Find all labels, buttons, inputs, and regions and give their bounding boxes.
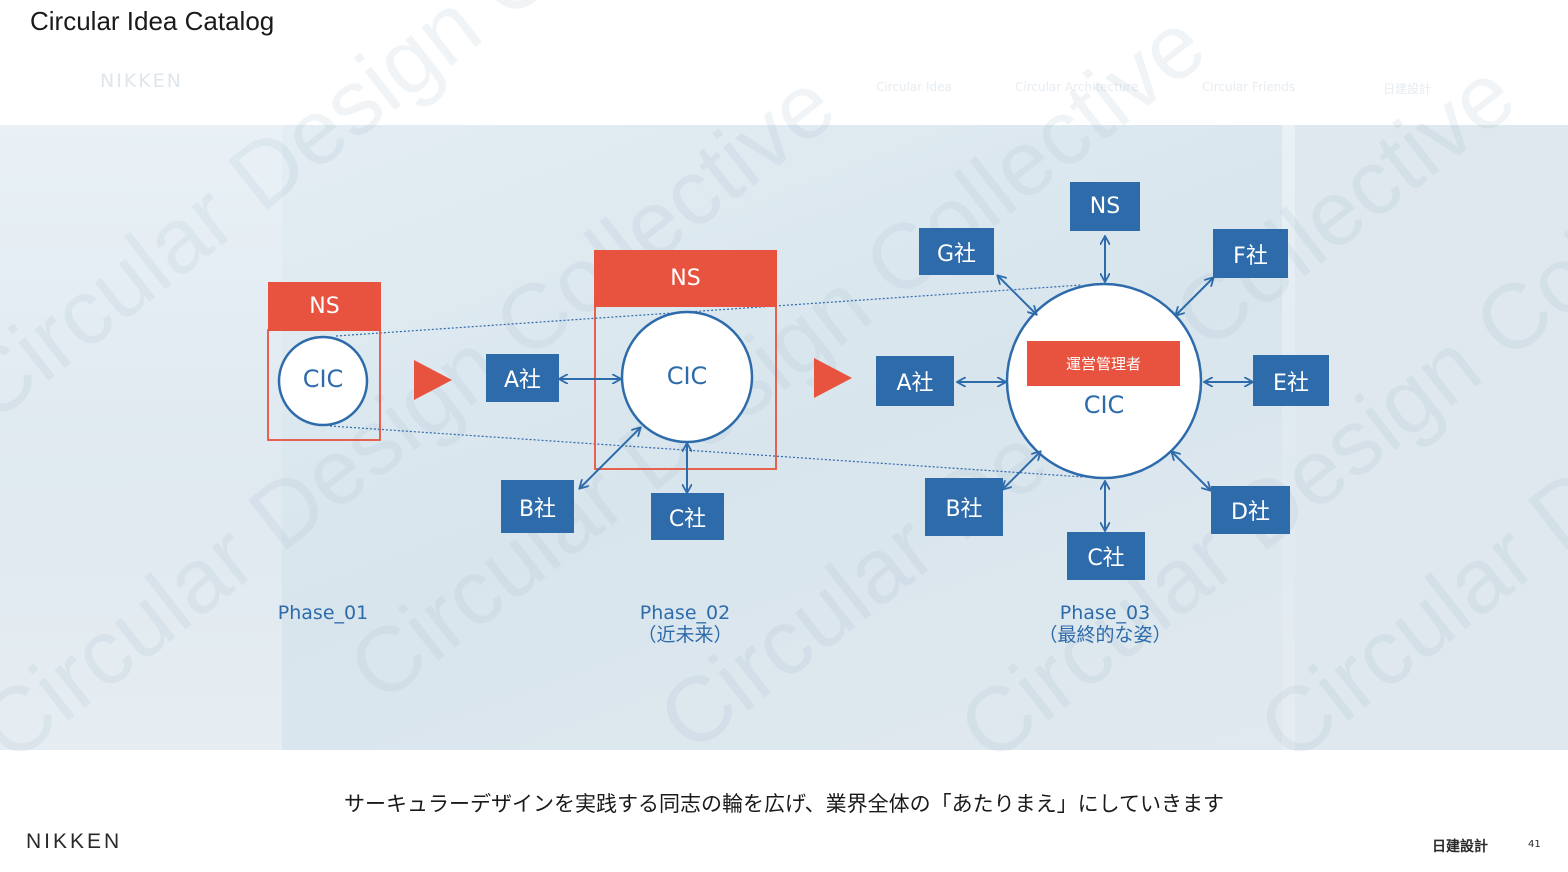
phase3-partner-f: F社 bbox=[1213, 229, 1288, 278]
phase-arrow-1 bbox=[414, 360, 452, 400]
zoom-line-top bbox=[335, 284, 1083, 337]
background-nav-item: Circular Idea bbox=[876, 80, 952, 94]
phase3-partner-g: G社 bbox=[919, 228, 994, 275]
company-name: 日建設計 bbox=[1432, 839, 1488, 855]
phase3-label-sub: （最終的な姿） bbox=[1038, 624, 1172, 646]
phase3-ns-node: NS bbox=[1070, 182, 1140, 231]
phase2-partner-b: B社 bbox=[501, 480, 574, 533]
phase3-manager-label: 運営管理者 bbox=[1027, 341, 1180, 386]
zoom-line-bottom bbox=[329, 425, 1085, 478]
background-nav-item: Circular Architecture bbox=[1015, 80, 1139, 94]
background-nav-item: Circular Friends bbox=[1202, 80, 1296, 94]
slogan: サーキュラーデザインを実践する同志の輪を広げ、業界全体の「あたりまえ」にしていき… bbox=[344, 792, 1224, 816]
background-nav-item: 日建設計 bbox=[1383, 82, 1432, 96]
background-screenshot-right bbox=[1295, 125, 1568, 750]
phase2-label: Phase_02 （近未来） bbox=[615, 602, 755, 646]
phase2-label-title: Phase_02 bbox=[639, 602, 731, 624]
phase3-partner-a: A社 bbox=[876, 356, 954, 406]
phase3-partner-b: B社 bbox=[925, 478, 1003, 536]
phase3-cic-label: CIC bbox=[1083, 391, 1125, 419]
phase2-partner-a: A社 bbox=[486, 354, 559, 402]
phase1-cic-circle bbox=[277, 335, 369, 427]
phase3-label: Phase_03 （最終的な姿） bbox=[1024, 602, 1186, 646]
page-number: 41 bbox=[1528, 839, 1541, 850]
phase1-cic-label: CIC bbox=[302, 365, 344, 393]
phase2-label-sub: （近未来） bbox=[637, 624, 733, 646]
phase1-ns-label: NS bbox=[268, 282, 381, 331]
phase-arrow-2 bbox=[814, 358, 852, 398]
phase2-partner-c: C社 bbox=[651, 493, 724, 540]
phase3-partner-d: D社 bbox=[1211, 486, 1290, 534]
phase1-label: Phase_01 bbox=[277, 602, 369, 624]
phase2-ns-label: NS bbox=[594, 250, 777, 307]
nikken-logo: NIKKEN bbox=[26, 830, 123, 853]
phase2-cic-label: CIC bbox=[666, 362, 708, 390]
phase3-label-title: Phase_03 bbox=[1059, 602, 1151, 624]
background-logo: NIKKEN bbox=[100, 70, 183, 92]
slide-title: Circular Idea Catalog bbox=[30, 6, 275, 36]
phase3-partner-c: C社 bbox=[1067, 532, 1145, 580]
phase3-partner-e: E社 bbox=[1253, 355, 1329, 406]
